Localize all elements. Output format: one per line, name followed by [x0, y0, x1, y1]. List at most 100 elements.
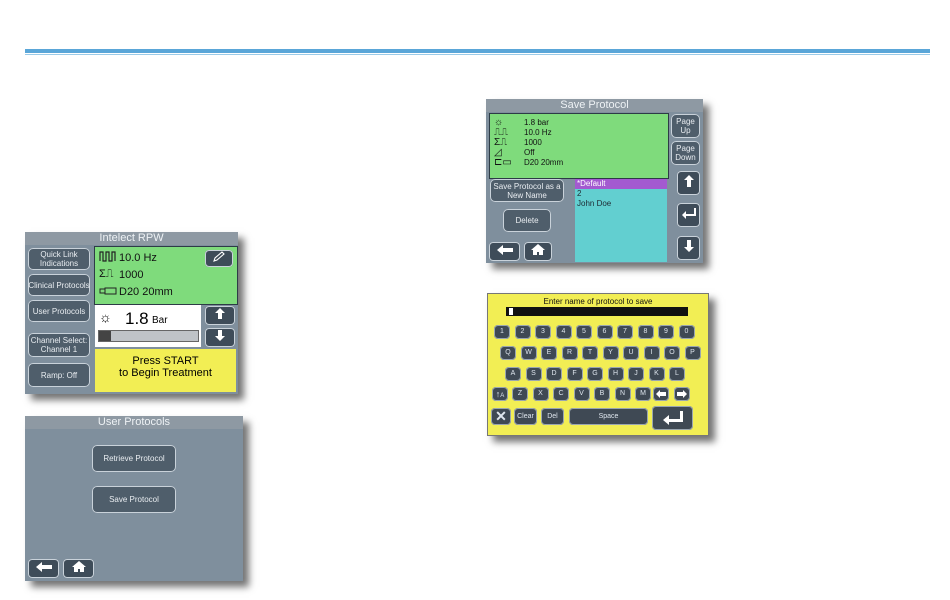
key-o[interactable]: O	[664, 346, 680, 360]
save-as-new-name-button[interactable]: Save Protocol as a New Name	[490, 179, 564, 202]
protocol-list[interactable]: *Default 2 John Doe	[575, 179, 667, 262]
pressure-unit: Bar	[152, 315, 168, 326]
param-transmitter: D20 20mm	[524, 158, 564, 167]
list-item[interactable]: *Default	[575, 179, 667, 189]
key-h[interactable]: H	[607, 367, 624, 381]
transmitter-icon	[99, 287, 119, 298]
enter-key[interactable]	[652, 406, 693, 430]
key-0[interactable]: 0	[678, 325, 695, 339]
key-8[interactable]: 8	[637, 325, 654, 339]
scroll-down-button[interactable]	[677, 236, 700, 260]
key-1[interactable]: 1	[494, 325, 510, 339]
key-q[interactable]: Q	[500, 346, 516, 360]
key-6[interactable]: 6	[596, 325, 613, 339]
delete-key[interactable]: Del	[541, 408, 564, 425]
save-protocol-button[interactable]: Save Protocol	[92, 486, 176, 513]
ramp-button[interactable]: Ramp: Off	[28, 363, 90, 387]
cursor-left-key[interactable]	[653, 387, 669, 401]
key-j[interactable]: J	[628, 367, 644, 381]
pressure-panel: ☼ 1.8 Bar	[95, 305, 201, 347]
key-r[interactable]: R	[561, 346, 578, 360]
home-button[interactable]	[63, 559, 94, 578]
name-input[interactable]	[506, 307, 688, 316]
pencil-icon	[212, 250, 226, 268]
user-protocols-screen: User Protocols Retrieve Protocol Save Pr…	[25, 416, 243, 581]
key-n[interactable]: N	[614, 387, 631, 401]
list-item[interactable]: John Doe	[577, 199, 612, 208]
clear-key[interactable]: Clear	[514, 408, 537, 425]
message-panel: Press START to Begin Treatment	[95, 349, 236, 392]
key-9[interactable]: 9	[658, 325, 674, 339]
key-3[interactable]: 3	[535, 325, 551, 339]
key-y[interactable]: Y	[602, 346, 619, 360]
square-wave-icon: ⎍⎍	[494, 127, 508, 138]
key-c[interactable]: C	[553, 387, 569, 401]
key-7[interactable]: 7	[617, 325, 633, 339]
sum-pulse-icon: Σ⎍	[99, 268, 114, 280]
header-divider	[25, 49, 930, 55]
enter-icon	[662, 411, 683, 425]
arrow-down-icon	[214, 329, 226, 347]
space-key[interactable]: Space	[569, 408, 648, 425]
pulses-value: 1000	[119, 268, 144, 281]
text-cursor	[509, 308, 513, 315]
decrease-button[interactable]	[205, 328, 235, 347]
transmitter-value: D20 20mm	[119, 286, 173, 298]
clinical-protocols-button[interactable]: Clinical Protocols	[28, 274, 90, 296]
retrieve-protocol-button[interactable]: Retrieve Protocol	[92, 445, 176, 472]
enter-button[interactable]	[677, 203, 700, 227]
key-d[interactable]: D	[546, 367, 562, 381]
delete-button[interactable]: Delete	[503, 209, 551, 232]
key-m[interactable]: M	[635, 387, 651, 401]
sun-icon: ☼	[99, 309, 112, 325]
channel-select-button[interactable]: Channel Select: Channel 1	[28, 333, 90, 357]
key-i[interactable]: I	[643, 346, 660, 360]
key-w[interactable]: W	[520, 346, 537, 360]
key-k[interactable]: K	[648, 367, 665, 381]
back-arrow-icon	[496, 243, 514, 261]
key-g[interactable]: G	[587, 367, 603, 381]
edit-button[interactable]	[205, 250, 233, 267]
cancel-key[interactable]: ✕	[491, 408, 511, 425]
increase-button[interactable]	[205, 306, 235, 325]
key-b[interactable]: B	[594, 387, 610, 401]
page-down-button[interactable]: Page Down	[671, 141, 700, 165]
enter-icon	[681, 206, 697, 224]
key-4[interactable]: 4	[555, 325, 572, 339]
key-l[interactable]: L	[669, 367, 685, 381]
arrow-up-icon	[214, 307, 226, 325]
key-t[interactable]: T	[582, 346, 598, 360]
screen-title: Intelect RPW	[25, 232, 238, 245]
scroll-up-button[interactable]	[677, 171, 700, 195]
transmitter-icon: ⊏▭	[494, 157, 512, 168]
back-button[interactable]	[489, 242, 520, 261]
back-button[interactable]	[28, 559, 59, 578]
quick-link-button[interactable]: Quick Link Indications	[28, 248, 90, 270]
key-v[interactable]: V	[573, 387, 590, 401]
close-x-icon: ✕	[495, 408, 507, 424]
shift-key[interactable]: ↑A	[492, 387, 508, 401]
pressure-bar[interactable]	[98, 330, 199, 342]
key-e[interactable]: E	[541, 346, 557, 360]
page-up-button[interactable]: Page Up	[671, 114, 700, 138]
key-p[interactable]: P	[684, 346, 701, 360]
screen-title: User Protocols	[25, 416, 243, 429]
key-z[interactable]: Z	[512, 387, 528, 401]
message-line-2: to Begin Treatment	[119, 367, 212, 379]
list-item[interactable]: 2	[577, 189, 582, 198]
shift-key-label: A	[500, 393, 505, 399]
key-u[interactable]: U	[623, 346, 639, 360]
key-x[interactable]: X	[532, 387, 549, 401]
key-2[interactable]: 2	[514, 325, 531, 339]
parameters-panel: 10.0 Hz Σ⎍ 1000 D20 20mm	[94, 246, 238, 305]
key-5[interactable]: 5	[576, 325, 592, 339]
key-f[interactable]: F	[566, 367, 583, 381]
home-button[interactable]	[524, 242, 552, 261]
key-s[interactable]: S	[525, 367, 542, 381]
user-protocols-button[interactable]: User Protocols	[28, 300, 90, 322]
key-a[interactable]: A	[505, 367, 521, 381]
param-pressure: 1.8 bar	[524, 118, 549, 127]
cursor-right-key[interactable]	[674, 387, 690, 401]
arrow-down-icon	[683, 239, 695, 258]
arrow-left-icon	[656, 390, 666, 398]
